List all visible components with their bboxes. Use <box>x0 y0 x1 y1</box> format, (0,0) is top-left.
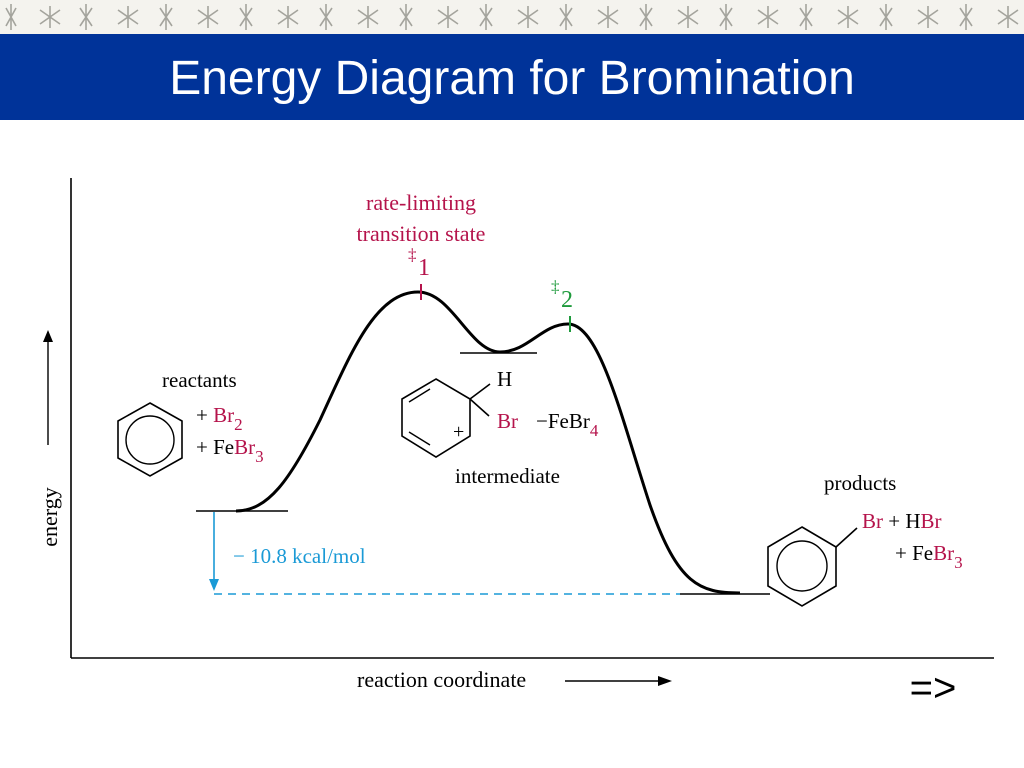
ts1-caption-line1: rate-limiting <box>366 190 476 215</box>
delta-energy-arrowhead <box>209 579 219 591</box>
delta-energy-label: − 10.8 kcal/mol <box>233 544 366 568</box>
x-axis-label: reaction coordinate <box>357 667 526 692</box>
energy-diagram: energy reaction coordinate rate-limiting… <box>37 178 994 692</box>
sigma-complex-ring <box>401 378 491 458</box>
next-slide-button[interactable]: => <box>909 666 957 710</box>
ts1-caption-line2: transition state <box>357 221 486 246</box>
reactants-label: reactants <box>162 368 237 392</box>
x-axis-arrow <box>565 676 672 686</box>
benzene-ring-reactant <box>117 402 183 477</box>
y-axis-label: energy <box>37 487 62 546</box>
intermediate-h: H <box>497 367 512 391</box>
reactant-febr3: + FeBr3 <box>196 435 264 466</box>
intermediate-label: intermediate <box>455 464 560 488</box>
ts2-double-dagger: ‡ <box>551 277 560 296</box>
pattern-graphic <box>5 4 1019 30</box>
intermediate-br: Br <box>497 409 518 433</box>
intermediate-plus: + <box>453 421 464 443</box>
product-febr3: + FeBr3 <box>895 541 963 572</box>
products-label: products <box>824 471 896 495</box>
reactant-br2: + Br2 <box>196 403 243 434</box>
y-axis-arrow <box>43 330 53 445</box>
product-br-hbr: Br + HBr <box>862 509 942 533</box>
benzene-ring-product <box>767 526 858 607</box>
ts1-number: 1 <box>418 255 430 281</box>
energy-curve <box>235 290 741 595</box>
title-bar: Energy Diagram for Bromination <box>0 34 1024 120</box>
ts1-double-dagger: ‡ <box>408 245 417 264</box>
ts2-number: 2 <box>561 287 573 313</box>
decorative-pattern-strip <box>0 0 1024 34</box>
slide-title: Energy Diagram for Bromination <box>169 52 855 105</box>
intermediate-febr4: −FeBr4 <box>536 409 599 440</box>
